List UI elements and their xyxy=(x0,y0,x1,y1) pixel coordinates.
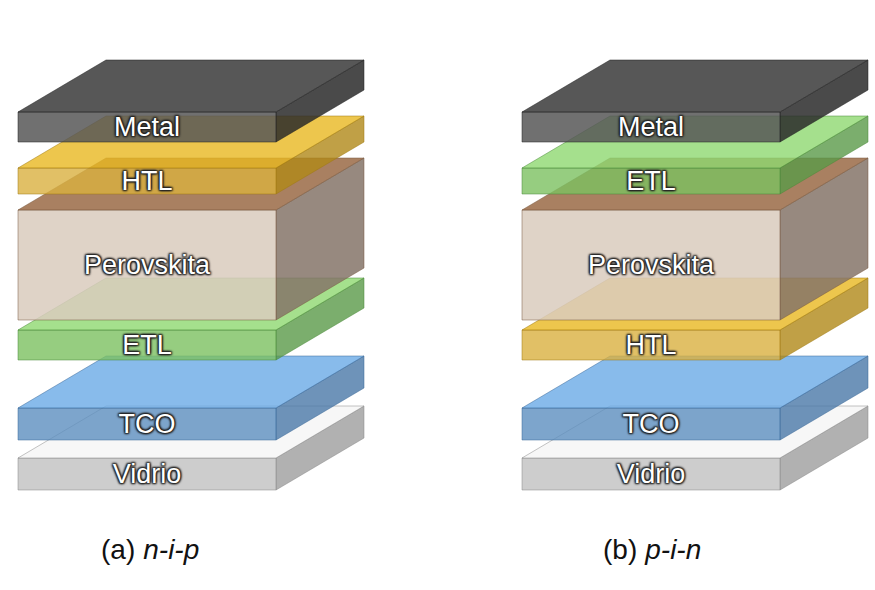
layer-front-face xyxy=(18,458,276,490)
layer-label: HTL xyxy=(121,166,172,197)
layer-front-face xyxy=(18,330,276,360)
layer-slab: Perovskita xyxy=(18,210,276,320)
layer-slab: TCO xyxy=(522,408,780,440)
layer-label: TCO xyxy=(623,409,680,440)
layer-slab: Metal xyxy=(18,112,276,142)
layer-slab: Vidrio xyxy=(522,458,780,490)
layer-label: ETL xyxy=(122,330,172,361)
layer-label: Perovskita xyxy=(588,250,714,281)
layer-front-face xyxy=(522,458,780,490)
caption-letter: (a) xyxy=(101,534,135,565)
layer-slab: Vidrio xyxy=(18,458,276,490)
layer-front-face xyxy=(18,112,276,142)
layer-slab: TCO xyxy=(18,408,276,440)
caption-letter: (b) xyxy=(603,534,637,565)
layer-front-face xyxy=(18,408,276,440)
architecture-name: p-i-n xyxy=(645,534,701,565)
layer-slab: ETL xyxy=(522,168,780,194)
layer-front-face xyxy=(522,330,780,360)
layer-top-face xyxy=(522,356,868,408)
layer-top-face xyxy=(18,60,364,112)
layer-label: Vidrio xyxy=(113,459,182,490)
layer-front-face xyxy=(18,210,276,320)
layer-label: ETL xyxy=(626,166,676,197)
stack-caption: (b) p-i-n xyxy=(603,534,701,566)
layer-front-face xyxy=(522,408,780,440)
layer-slab: ETL xyxy=(18,330,276,360)
layer-top-face xyxy=(522,60,868,112)
layer-slab: HTL xyxy=(522,330,780,360)
layer-top-face xyxy=(18,356,364,408)
layer-label: Vidrio xyxy=(617,459,686,490)
layer-label: Metal xyxy=(618,112,684,143)
stack-caption: (a) n-i-p xyxy=(101,534,199,566)
layer-slab: HTL xyxy=(18,168,276,194)
layer-label: Metal xyxy=(114,112,180,143)
layer-front-face xyxy=(522,210,780,320)
layer-front-face xyxy=(522,112,780,142)
layer-label: TCO xyxy=(119,409,176,440)
layer-label: HTL xyxy=(625,330,676,361)
architecture-name: n-i-p xyxy=(143,534,199,565)
layer-slab: Perovskita xyxy=(522,210,780,320)
layer-label: Perovskita xyxy=(84,250,210,281)
layer-slab: Metal xyxy=(522,112,780,142)
